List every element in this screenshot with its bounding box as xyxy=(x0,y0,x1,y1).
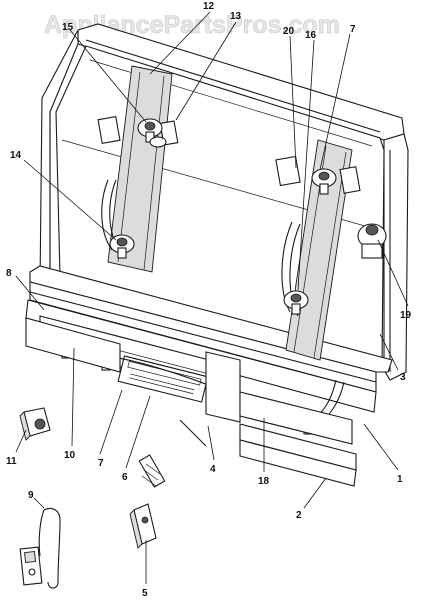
leader-lines xyxy=(15,11,409,584)
callout-5: 5 xyxy=(142,588,148,599)
orifice-15 xyxy=(137,118,167,148)
callout-10: 10 xyxy=(64,450,76,461)
callout-14: 14 xyxy=(10,150,22,161)
callout-7-bottom: 7 xyxy=(98,458,104,469)
callout-3: 3 xyxy=(400,372,406,383)
callout-6: 6 xyxy=(122,472,128,483)
callout-18: 18 xyxy=(258,476,270,487)
callout-11: 11 xyxy=(6,456,17,467)
gas-regulator-19 xyxy=(357,223,387,259)
callout-7-top: 7 xyxy=(350,24,356,35)
callout-12: 12 xyxy=(203,1,215,12)
callout-19: 19 xyxy=(400,310,412,321)
igniter-part-5 xyxy=(129,419,207,549)
callout-9: 9 xyxy=(28,490,34,501)
lower-panel-2 xyxy=(239,423,357,487)
left-burner-bar xyxy=(101,65,173,273)
callout-15: 15 xyxy=(62,22,74,33)
burner-orifice-heads xyxy=(109,118,387,315)
callout-16: 16 xyxy=(305,30,317,41)
orifice-20 xyxy=(311,168,337,195)
wire-harness-part-9 xyxy=(19,507,61,589)
left-lower-panel xyxy=(25,317,121,373)
callout-1: 1 xyxy=(397,474,403,485)
callout-13: 13 xyxy=(230,11,242,22)
switch-part-11 xyxy=(19,407,51,441)
callout-2: 2 xyxy=(296,510,302,521)
callout-labels: 12 13 15 14 20 16 7 19 3 1 2 4 6 7 10 8 … xyxy=(6,1,412,599)
callout-8: 8 xyxy=(6,268,12,279)
orifice-16 xyxy=(283,290,309,315)
callout-4: 4 xyxy=(210,464,216,475)
callout-20: 20 xyxy=(283,26,295,37)
